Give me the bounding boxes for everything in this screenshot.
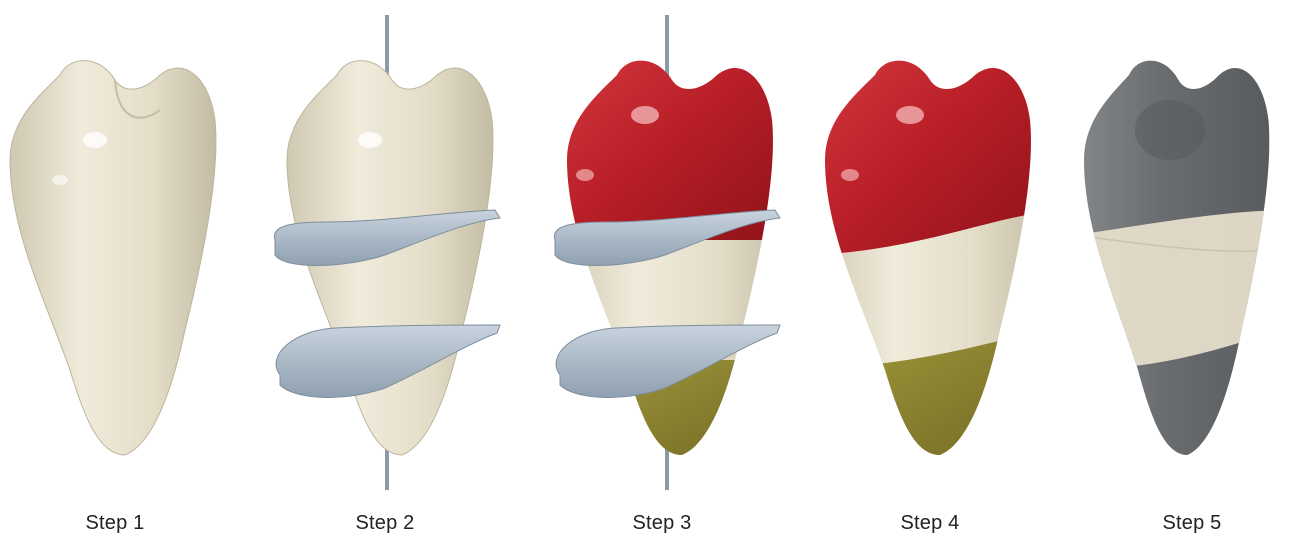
step-2-caption: Step 2 [285,512,485,535]
step-2-tooth-image [265,0,510,500]
step-3-caption: Step 3 [562,512,762,535]
step-3-panel [545,0,790,538]
step-1-panel [0,0,240,538]
step-4-tooth-image [815,0,1055,470]
step-3-tooth-image [545,0,790,500]
step-1-caption: Step 1 [15,512,215,535]
step-1-tooth-image [0,0,240,470]
lower-cut-plane [556,325,780,397]
step-4-panel [815,0,1055,538]
step-5-tooth-image [1080,0,1300,470]
step-5-panel [1080,0,1300,538]
step-5-caption: Step 5 [1092,512,1292,535]
step-2-panel [265,0,510,538]
tooth-body [10,61,216,455]
lower-cut-plane [276,325,500,397]
step-4-caption: Step 4 [830,512,1030,535]
